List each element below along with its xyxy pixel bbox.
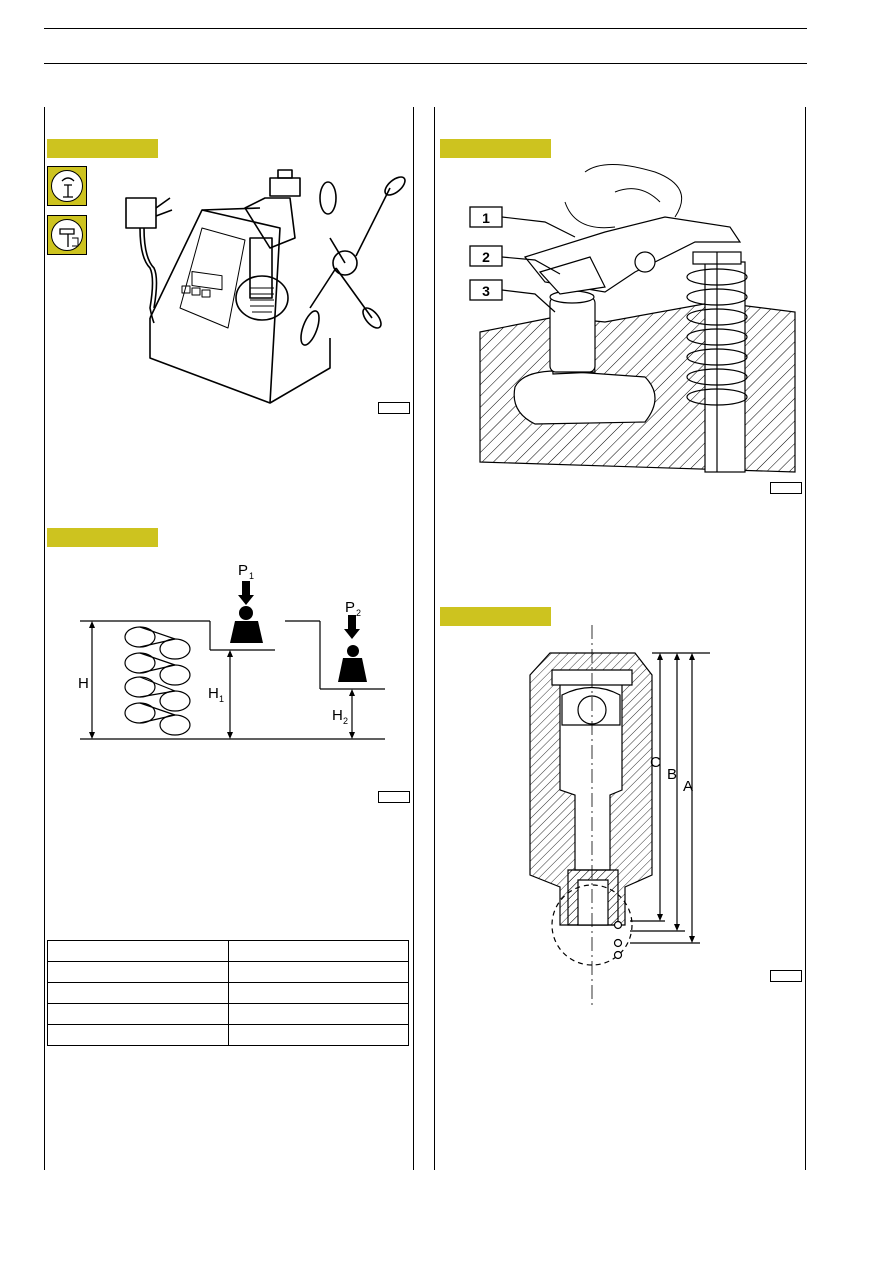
- figure-number-box-2: [378, 791, 410, 803]
- header-rule-top: [44, 28, 807, 29]
- callout-label-1: 1: [482, 210, 490, 226]
- label-p2-sub: 2: [356, 608, 361, 618]
- label-p1-sub: 1: [249, 571, 254, 581]
- callout-box-2: [469, 245, 503, 267]
- dim-label-a: A: [683, 778, 693, 795]
- spring-load-diagram: H H 1 H 2 P 1 P 2: [78, 562, 385, 740]
- table-cell: [227, 961, 409, 983]
- figure-number-box-3: [770, 482, 802, 494]
- label-h2-sub: 2: [343, 716, 348, 726]
- label-h1: H: [208, 685, 219, 702]
- figure-number-box-1: [378, 402, 410, 414]
- left-column-border-left: [44, 107, 45, 1170]
- callout-box-3: [469, 279, 503, 301]
- table-row: [47, 1024, 409, 1046]
- table-row: [47, 982, 409, 1004]
- tester-tool-icon: [47, 166, 87, 206]
- table-cell: [47, 982, 229, 1004]
- section-tag-spring: [47, 528, 158, 547]
- left-column-border-right: [413, 107, 414, 1170]
- rocker-arm-section-illustration: 1 2 3: [469, 164, 796, 473]
- hydraulic-tappet-section-illustration: C B A: [529, 625, 710, 1005]
- header-rule-bottom: [44, 63, 807, 64]
- section-tag-rocker: [440, 139, 551, 158]
- label-h2: H: [332, 707, 343, 724]
- table-cell: [47, 1024, 229, 1046]
- right-column-border-left: [434, 107, 435, 1170]
- dim-label-b: B: [667, 766, 677, 783]
- hammer-tool-icon: [47, 215, 87, 255]
- table-cell: [47, 961, 229, 983]
- table-cell: [47, 940, 229, 962]
- table-cell: [227, 982, 409, 1004]
- label-h1-sub: 1: [219, 694, 224, 704]
- dim-label-c: C: [650, 754, 661, 771]
- table-row: [47, 961, 409, 983]
- section-tag-tappet: [440, 607, 551, 626]
- table-row: [47, 940, 409, 962]
- label-p1: P: [238, 562, 248, 579]
- callout-label-3: 3: [482, 283, 490, 299]
- right-column-border-right: [805, 107, 806, 1170]
- table-cell: [47, 1003, 229, 1025]
- figure-number-box-4: [770, 970, 802, 982]
- spring-spec-table: [47, 940, 409, 1046]
- label-h: H: [78, 675, 89, 692]
- callout-label-2: 2: [482, 249, 490, 265]
- table-cell: [227, 940, 409, 962]
- spring-tester-illustration: [125, 169, 406, 404]
- section-tag-tester: [47, 139, 158, 158]
- table-row: [47, 1003, 409, 1025]
- callout-box-1: [469, 206, 503, 228]
- table-cell: [227, 1003, 409, 1025]
- label-p2: P: [345, 599, 355, 616]
- table-cell: [227, 1024, 409, 1046]
